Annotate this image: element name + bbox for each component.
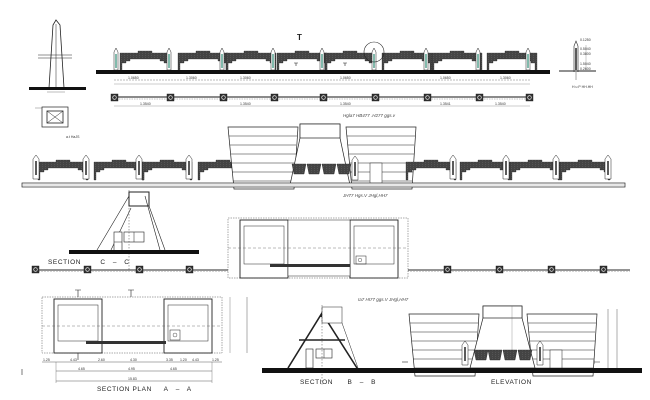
dim-top-3: 1.3060 — [240, 76, 251, 80]
section-plan-a-a-drawing — [21, 289, 248, 383]
dim-pillar-5: 0.2600 — [580, 67, 591, 71]
dim-plan-sub-3: 4.65 — [170, 367, 177, 371]
dim-pillar-3: 0.3800 — [580, 52, 591, 56]
dim-plan-aa-1: 1.25 — [43, 358, 50, 362]
dim-top-6: 1.3060 — [500, 76, 511, 80]
dim-pillar-1: 0.1250 — [580, 38, 591, 42]
dim-plan-aa-4: 4.30 — [130, 358, 137, 362]
section-c-c-title: SECTION C – C — [48, 259, 130, 266]
dim-top-2: 1.3060 — [186, 76, 197, 80]
section-marker-t: T — [297, 33, 302, 42]
dim-top-1: 1.0650 — [128, 76, 139, 80]
section-b-b-drawing — [287, 305, 359, 385]
dim-plan-5: 1.3540 — [495, 102, 506, 106]
lower-note: Ia7 HI77 ggs.V JHgl,HH7 — [358, 297, 409, 302]
dim-pillar-4: 1.5040 — [580, 62, 591, 66]
dim-plan-sub-1: 4.65 — [78, 367, 85, 371]
dim-plan-aa-3: 2.60 — [98, 358, 105, 362]
elevation-drawing — [262, 305, 642, 377]
dim-plan-2: 1.3540 — [240, 102, 251, 106]
pillar-detail-note: H u P HH.HH — [572, 85, 593, 89]
dim-plan-4: 1.3541 — [440, 102, 451, 106]
dim-pillar-2: 0.5040 — [580, 47, 591, 51]
section-plan-a-a-title: SECTION PLAN A – A — [97, 386, 192, 393]
dim-plan-aa-7: 4.43 — [192, 358, 199, 362]
dim-plan-1: 1.3540 — [140, 102, 151, 106]
dim-plan-3: 1.3540 — [340, 102, 351, 106]
full-front-elevation — [21, 123, 626, 190]
dim-plan-total: 15.83 — [128, 377, 137, 381]
dim-top-4: 1.0650 — [340, 76, 351, 80]
dim-plan-aa-2: 4.43 — [70, 358, 77, 362]
pillar-plan-detail — [35, 106, 69, 128]
section-c-c-drawing — [69, 190, 199, 270]
middle-note: JH77 Hgs.V JHgl,HH7 — [343, 193, 388, 198]
wall-plan-strip — [31, 217, 630, 279]
pillar-note: a.t HaJS — [66, 135, 80, 139]
elevation-title: ELEVATION — [491, 379, 532, 386]
pillar-section-detail — [559, 40, 596, 80]
dim-plan-sub-2: 4.95 — [128, 367, 135, 371]
boundary-wall-elevation — [96, 41, 550, 85]
top-view-note: Hgla7 HB477 .H277 ggs.v — [343, 113, 396, 118]
boundary-wall-plan — [110, 93, 534, 107]
dim-top-5: 1.0650 — [440, 76, 451, 80]
dim-plan-aa-5: 3.35 — [166, 358, 173, 362]
dim-plan-aa-8: 1.25 — [212, 358, 219, 362]
dim-plan-aa-6: 1.20 — [180, 358, 187, 362]
section-b-b-title: SECTION B – B — [300, 379, 377, 386]
detail-callout-circle — [363, 41, 385, 63]
pillar-elevation-detail — [29, 19, 86, 93]
